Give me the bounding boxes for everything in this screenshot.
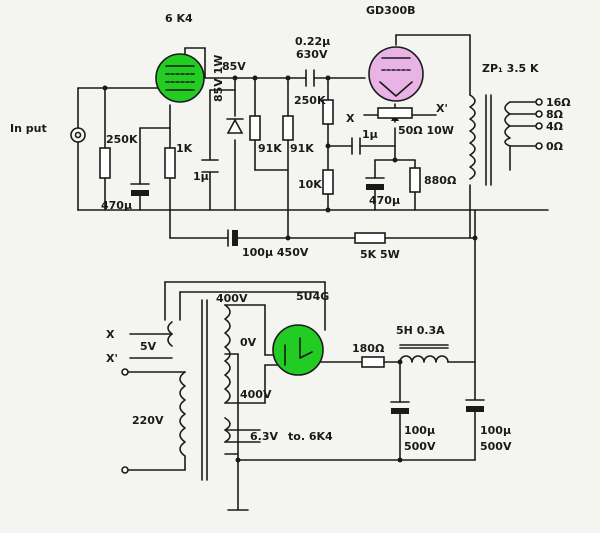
cathode-cap-label: 470μ [369,194,400,207]
filter-cap-2-voltage: 500V [480,440,512,453]
hum-pot [377,107,413,119]
tap-16-label: 16Ω [546,96,571,109]
input-label: In put [10,122,47,135]
output-tube [368,46,424,102]
divider-resistor-label: 91K [290,142,314,155]
amp-wiring [70,34,549,401]
output-cathode-resistor [409,167,421,193]
coupling-cap-voltage: 630V [296,48,328,61]
junction [472,235,478,241]
junction [232,75,238,81]
ht-top-voltage-label: 400V [216,292,248,305]
tap-4-terminal [535,122,543,130]
junction [397,457,403,463]
tap-0-terminal [535,142,543,150]
choke-coil [399,355,449,363]
power-x-label: X [106,328,115,341]
heater-voltage-label: 6.3V [250,430,278,443]
filament-voltage-label: 5V [140,340,157,353]
supply-resistor [354,232,386,244]
filter-cap-1-label: 100μ [404,424,435,437]
output-transformer [469,94,543,186]
plate-resistor-label: 91K [258,142,282,155]
r180-label: 180Ω [352,342,385,355]
junction [285,235,291,241]
output-tube-label: GD300B [366,4,416,17]
ht-bottom-voltage-label: 400V [240,388,272,401]
center-tap-label: 0V [240,336,257,349]
input-jack-center [74,131,82,139]
tap-4-label: 4Ω [546,120,564,133]
output-grid-resistor [322,99,334,125]
coupling-cap-label: 0.22μ [295,35,330,48]
junction [235,457,241,463]
cathode-cap-plate-2 [366,184,384,190]
junction [325,207,331,213]
driver-tube-label: 6 K4 [165,12,193,25]
cathode-resistor-label: 1K [176,142,193,155]
primary-winding [469,94,476,180]
filter-cap-2-label: 100μ [480,424,511,437]
cathode-resistor [164,147,176,179]
rectifier-tube-envelope [272,324,324,376]
zener-cap-label: 1μ [193,170,209,183]
tap-8-label: 8Ω [546,108,564,121]
rectifier-tube-label: 5U4G [296,290,329,303]
pot-xp-label: X' [436,102,448,115]
amp-components [99,69,478,247]
primary-winding-220v [179,371,186,457]
heater-destination-label: to. 6K4 [288,430,333,443]
choke-label: 5H 0.3A [396,324,445,337]
input-jack [70,127,86,143]
output-tube-envelope [368,46,424,102]
r180 [361,356,385,368]
power-xp-label: X' [106,352,118,365]
hum-pot-label: 50Ω 10W [398,124,454,137]
junction [285,75,291,81]
supply-resistor-label: 5K 5W [360,248,400,261]
output-grid-resistor-label: 250K [294,94,326,107]
divider-resistor [282,115,294,141]
junction [397,359,403,365]
supply-cap-plate-2 [232,230,238,246]
driver-tube-envelope [155,53,205,103]
output-cathode-resistor-label: 880Ω [424,174,457,187]
labels: 6 K4 GD300B In put 250K 470μ 1K 85V 1W 1… [10,4,571,453]
bias-cap-label: 1μ [362,128,378,141]
mains-voltage-label: 220V [132,414,164,427]
junction [102,85,108,91]
supply-cap-label: 100μ 450V [242,246,309,259]
grid-resistor-label: 250K [106,133,138,146]
junction [392,157,398,163]
junction [252,75,258,81]
filter-cap-1-voltage: 500V [404,440,436,453]
input-cap-plate-2 [131,190,149,196]
mains-terminal-1 [121,368,129,376]
filter-cap-1-plate-2 [391,408,409,414]
tap-0-label: 0Ω [546,140,564,153]
pot-x-label: X [346,112,355,125]
filter-cap-2-plate-2 [466,406,484,412]
tap-8-terminal [535,110,543,118]
input-cap-label: 470μ [101,199,132,212]
lower-resistor [322,169,334,195]
output-transformer-label: ZP₁ 3.5 K [482,62,539,75]
node-voltage-label: 85V [222,60,246,73]
power-supply [121,281,485,511]
driver-tube [155,53,205,103]
zener-label: 85V 1W [212,55,225,102]
secondary-winding [504,101,511,147]
grid-resistor [99,147,111,179]
junction [325,143,331,149]
zener-diode [226,118,244,134]
plate-resistor [249,115,261,141]
mains-terminal-2 [121,466,129,474]
tap-16-terminal [535,98,543,106]
junction [325,75,331,81]
lower-resistor-label: 10K [298,178,322,191]
